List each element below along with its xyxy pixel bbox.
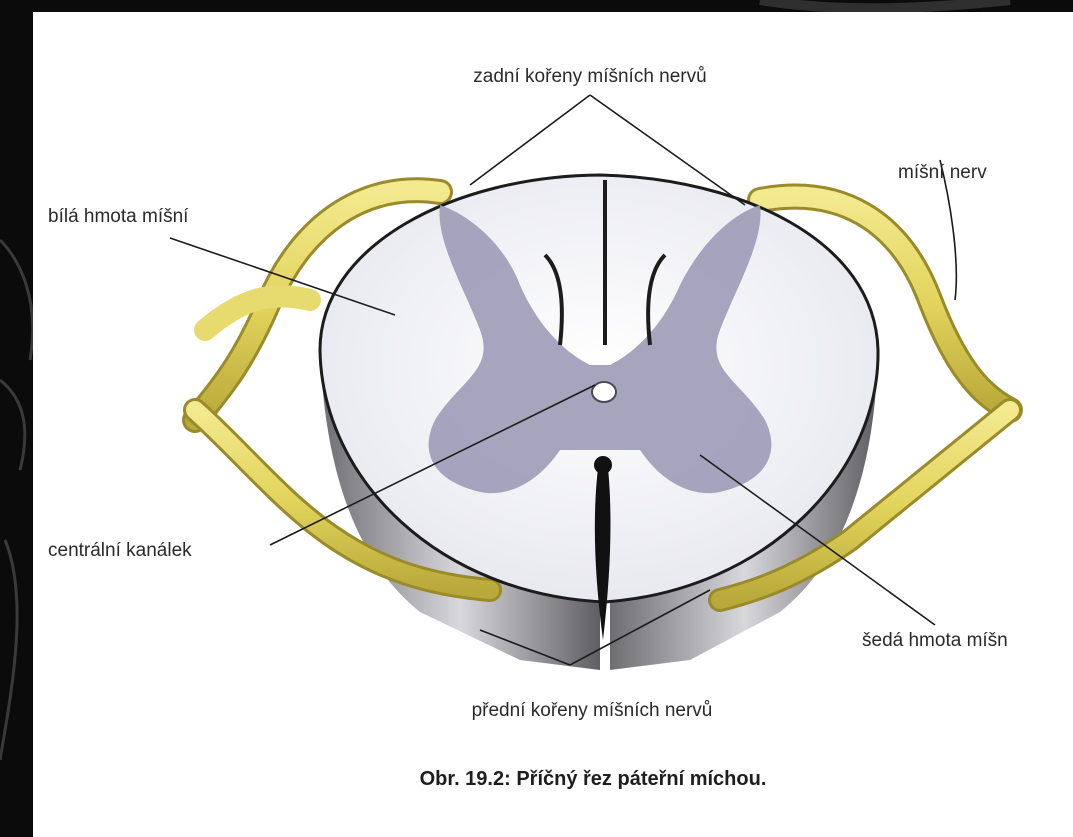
label-gray-matter: šedá hmota míšn: [862, 630, 1008, 651]
ventral-fissure-top: [594, 456, 612, 474]
label-spinal-nerve: míšní nerv: [898, 162, 987, 183]
figure-caption: Obr. 19.2: Příčný řez páteřní míchou.: [420, 768, 767, 790]
central-canal: [592, 382, 616, 402]
label-white-matter: bílá hmota míšní: [48, 206, 189, 227]
label-dorsal-roots: zadní kořeny míšních nervů: [473, 66, 706, 87]
label-ventral-roots: přední kořeny míšních nervů: [472, 700, 713, 721]
label-central-canal: centrální kanálek: [48, 540, 192, 561]
